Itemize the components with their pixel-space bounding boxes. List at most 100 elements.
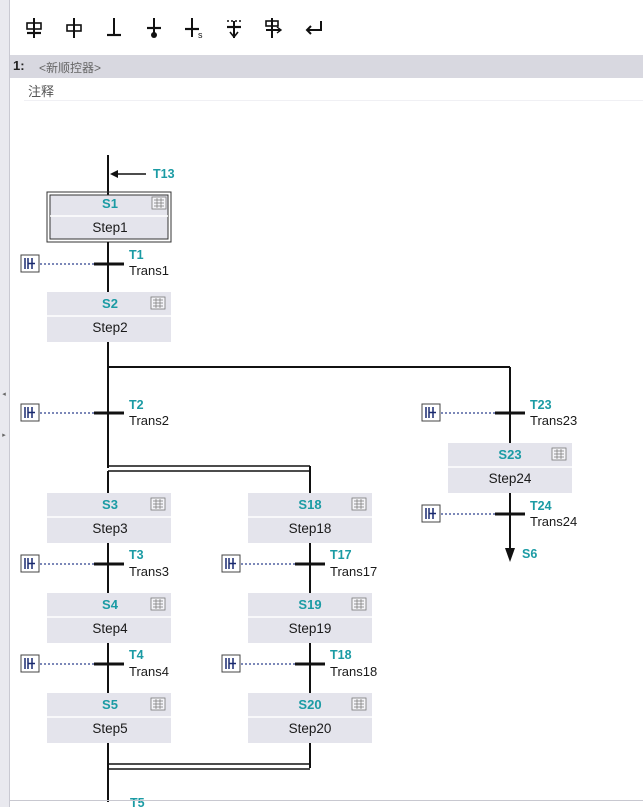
contact-icon[interactable] — [221, 554, 241, 573]
jump-out-label[interactable]: S6 — [522, 547, 537, 561]
network-title[interactable]: <新顺控器> — [39, 61, 102, 75]
step-number: S23 — [498, 447, 521, 462]
step-name: Step24 — [489, 471, 532, 486]
step-s3[interactable]: S3 Step3 — [47, 493, 171, 543]
step-s1[interactable]: S1 Step1 — [46, 191, 172, 243]
transition-t3[interactable]: T3 Trans3 — [20, 548, 169, 579]
step-actions-icon[interactable] — [351, 497, 367, 511]
jump-out-arrow-icon — [505, 548, 515, 562]
sequence-graph: T13 S1 Step1 T1 Trans1 S2 Step2 — [20, 155, 577, 807]
contact-icon[interactable] — [20, 254, 40, 273]
transition-number: T23 — [530, 398, 552, 412]
step-actions-icon[interactable] — [151, 196, 167, 210]
step-actions-icon[interactable] — [150, 296, 166, 310]
step-actions-icon[interactable] — [150, 597, 166, 611]
transition-number: T4 — [129, 648, 144, 662]
step-name: Step3 — [92, 521, 127, 536]
network-comment[interactable]: 注释 — [28, 84, 55, 99]
bottom-border — [10, 800, 643, 801]
step-number: S4 — [102, 597, 119, 612]
transition-name: Trans18 — [330, 664, 377, 679]
close-branch-icon — [147, 18, 161, 38]
transition-number: T17 — [330, 548, 352, 562]
graph-toolbar: s — [10, 0, 643, 52]
step-name: Step2 — [92, 320, 127, 335]
transition-name: Trans17 — [330, 564, 377, 579]
transition-name: Trans3 — [129, 564, 169, 579]
step-s2[interactable]: S2 Step2 — [47, 292, 171, 342]
step-name: Step20 — [289, 721, 332, 736]
step-number: S1 — [102, 196, 118, 211]
transition-t4[interactable]: T4 Trans4 — [20, 648, 169, 679]
step-s5[interactable]: S5 Step5 — [47, 693, 171, 743]
transition-t1[interactable]: T1 Trans1 — [20, 248, 169, 278]
contact-icon[interactable] — [221, 654, 241, 673]
step-number: S18 — [298, 497, 321, 512]
step-s19[interactable]: S19 Step19 — [248, 593, 372, 643]
insert-transition-button[interactable] — [98, 12, 130, 44]
insert-branch-start-button[interactable]: s — [178, 12, 210, 44]
step-actions-icon[interactable] — [150, 697, 166, 711]
left-panel-strip: ◂ ▸ — [0, 0, 10, 807]
transition-name: Trans1 — [129, 263, 169, 278]
insert-step-icon — [66, 18, 82, 38]
jump-icon — [305, 21, 322, 35]
network-number: 1: — [13, 58, 25, 73]
step-actions-icon[interactable] — [551, 447, 567, 461]
contact-icon[interactable] — [421, 504, 441, 523]
simultaneous-branch-icon — [227, 20, 241, 39]
jump-in-label[interactable]: T13 — [153, 167, 175, 181]
step-name: Step1 — [92, 220, 127, 235]
contact-icon[interactable] — [20, 554, 40, 573]
insert-transition-icon — [107, 18, 121, 37]
step-actions-icon[interactable] — [150, 497, 166, 511]
transition-number: T24 — [530, 499, 552, 513]
network-comment-field[interactable]: 注释 — [24, 80, 643, 101]
network-header[interactable]: 1: <新顺控器> — [10, 55, 643, 78]
insert-branch-start-icon: s — [185, 18, 203, 40]
contact-icon[interactable] — [20, 403, 40, 422]
jump-in-arrow-icon — [110, 170, 118, 178]
step-s23[interactable]: S23 Step24 — [448, 443, 572, 493]
transition-t17[interactable]: T17 Trans17 — [221, 548, 377, 579]
step-s20[interactable]: S20 Step20 — [248, 693, 372, 743]
alternative-branch-button[interactable] — [258, 12, 290, 44]
transition-number: T5 — [130, 796, 145, 807]
transition-number: T1 — [129, 248, 144, 262]
contact-icon[interactable] — [20, 654, 40, 673]
expand-right-arrow-icon[interactable]: ▸ — [2, 432, 6, 439]
step-s18[interactable]: S18 Step18 — [248, 493, 372, 543]
transition-name: Trans4 — [129, 664, 169, 679]
step-name: Step18 — [289, 521, 332, 536]
transition-number: T18 — [330, 648, 352, 662]
step-number: S3 — [102, 497, 118, 512]
transition-t23[interactable]: T23 Trans23 — [421, 398, 577, 428]
transition-t18[interactable]: T18 Trans18 — [221, 648, 377, 679]
jump-button[interactable] — [298, 12, 330, 44]
transition-number: T3 — [129, 548, 144, 562]
step-number: S19 — [298, 597, 321, 612]
step-name: Step5 — [92, 721, 127, 736]
transition-number: T2 — [129, 398, 144, 412]
step-number: S5 — [102, 697, 118, 712]
step-s4[interactable]: S4 Step4 — [47, 593, 171, 643]
close-branch-button[interactable] — [138, 12, 170, 44]
step-number: S20 — [298, 697, 321, 712]
insert-step-button[interactable] — [58, 12, 90, 44]
collapse-left-arrow-icon[interactable]: ◂ — [2, 391, 6, 398]
step-name: Step4 — [92, 621, 128, 636]
step-number: S2 — [102, 296, 118, 311]
contact-icon[interactable] — [421, 403, 441, 422]
alternative-branch-icon — [265, 18, 283, 38]
insert-step-transition-icon — [26, 18, 42, 38]
step-actions-icon[interactable] — [351, 697, 367, 711]
step-name: Step19 — [289, 621, 332, 636]
graph-workspace: T13 S1 Step1 T1 Trans1 S2 Step2 — [10, 102, 643, 807]
transition-t24[interactable]: T24 Trans24 — [421, 499, 577, 529]
transition-name: Trans24 — [530, 514, 577, 529]
insert-step-transition-button[interactable] — [18, 12, 50, 44]
simultaneous-branch-button[interactable] — [218, 12, 250, 44]
transition-name: Trans2 — [129, 413, 169, 428]
transition-t2[interactable]: T2 Trans2 — [20, 398, 169, 428]
step-actions-icon[interactable] — [351, 597, 367, 611]
